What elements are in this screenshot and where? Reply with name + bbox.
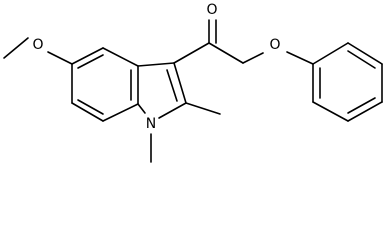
bond-c4-c3a: [102, 47, 139, 67]
atom-o-methoxy: O: [32, 37, 43, 53]
atom-n-indole: N: [146, 116, 156, 132]
bond-methyl-o-methoxy: [3, 37, 29, 59]
bonds: [3, 19, 383, 163]
bond-o-ether-phenyl: [286, 51, 314, 65]
bond-ph5-ph6: [312, 101, 349, 122]
bond-c5-c4-inner: [77, 54, 104, 69]
bond-c5-c4: [71, 47, 104, 65]
bond-c7-c6-inner: [77, 99, 104, 115]
bond-ph1-ph2: [312, 42, 349, 65]
atom-o-carbonyl: O: [206, 2, 217, 18]
bond-c2-methyl: [185, 102, 221, 115]
bond-c3-c2-inner: [166, 69, 178, 102]
bond-ph2-ph3: [347, 42, 383, 65]
bond-c3a-c3: [137, 62, 175, 67]
atom-o-ether: O: [269, 37, 280, 53]
chemical-structure: O O O N: [3, 2, 383, 163]
bond-c3-c2: [173, 62, 187, 104]
bond-o-methoxy-c5: [47, 51, 73, 65]
bond-ph4-ph5: [347, 101, 383, 122]
bond-c7a-c7: [102, 103, 139, 122]
bond-c2-n1: [158, 102, 187, 119]
bond-carbonyl-c-ch2: [208, 42, 244, 64]
bond-ph2-ph3-inner: [347, 50, 376, 69]
bond-n1-c7a: [137, 103, 146, 114]
bond-c3-carbonyl-c: [173, 42, 210, 64]
bond-ph4-ph5-inner: [347, 97, 376, 114]
bond-ch2-o-ether: [242, 52, 264, 64]
bond-c7-c6: [71, 102, 104, 122]
atom-labels: O O O N: [32, 2, 280, 132]
